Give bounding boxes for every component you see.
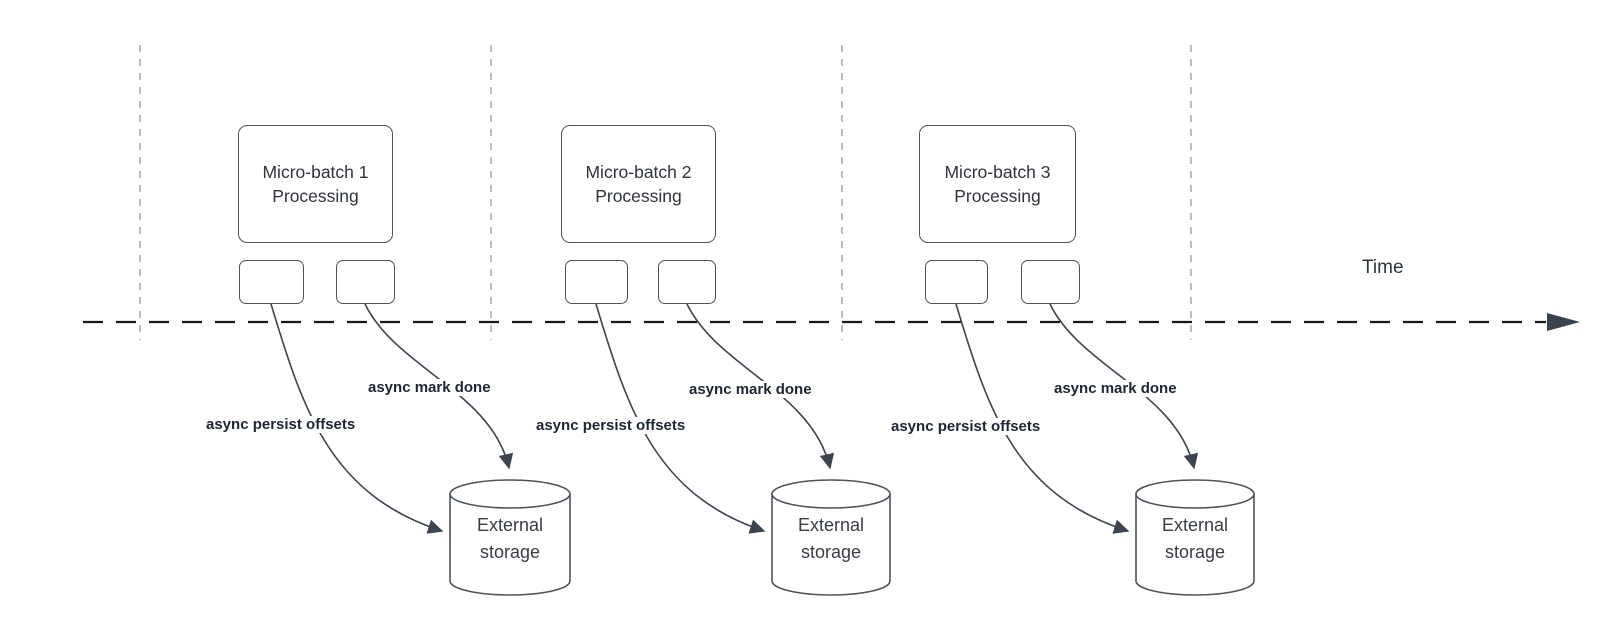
- persist-offsets-arrow-3: [955, 303, 1130, 534]
- mini-box-1-left: [239, 260, 304, 304]
- micro-batch-3-box: Micro-batch 3 Processing: [919, 125, 1076, 243]
- persist-offsets-arrow-2: [595, 303, 766, 534]
- persist-offsets-label-1: async persist offsets: [205, 416, 357, 433]
- mark-done-label-2: async mark done: [688, 381, 813, 398]
- mark-done-label-3: async mark done: [1053, 380, 1178, 397]
- storage-label-2: External storage: [797, 515, 865, 562]
- micro-batch-1-label: Micro-batch 1 Processing: [262, 162, 369, 206]
- persist-offsets-label-2: async persist offsets: [535, 417, 687, 434]
- micro-batch-2-label: Micro-batch 2 Processing: [585, 162, 692, 206]
- persist-offsets-arrow-1: [270, 303, 444, 534]
- mini-box-2-right: [658, 260, 716, 304]
- persist-offsets-label-3: async persist offsets: [890, 418, 1042, 435]
- micro-batch-3-label: Micro-batch 3 Processing: [944, 162, 1051, 206]
- storage-label-1: External storage: [476, 515, 544, 562]
- mini-box-2-left: [565, 260, 628, 304]
- time-axis-arrowhead-icon: [1547, 313, 1580, 331]
- micro-batch-1-box: Micro-batch 1 Processing: [238, 125, 393, 243]
- mini-box-3-left: [925, 260, 988, 304]
- storage-cylinder-3: [1135, 479, 1255, 596]
- storage-label-3: External storage: [1161, 515, 1229, 562]
- micro-batch-2-box: Micro-batch 2 Processing: [561, 125, 716, 243]
- mini-box-1-right: [336, 260, 395, 304]
- time-axis-label: Time: [1362, 257, 1404, 278]
- mini-box-3-right: [1021, 260, 1080, 304]
- mark-done-label-1: async mark done: [367, 379, 492, 396]
- storage-cylinder-2: [771, 479, 891, 596]
- storage-cylinder-1: [449, 479, 571, 596]
